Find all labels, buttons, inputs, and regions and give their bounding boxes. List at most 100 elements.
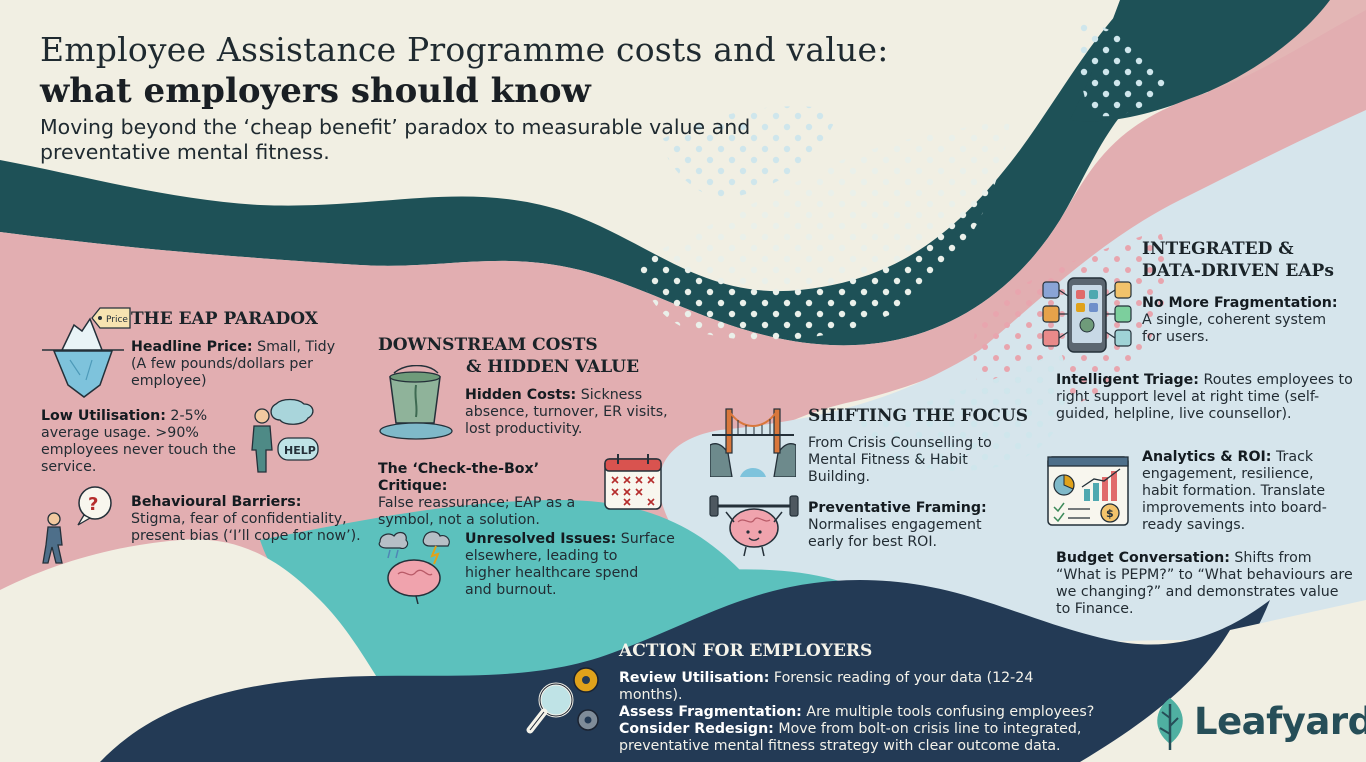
help-person-icon: HELP bbox=[251, 398, 319, 473]
behavioural-barriers-line3: present bias (‘I’ll cope for now’). bbox=[131, 528, 361, 544]
calendar-checklist-icon bbox=[604, 454, 662, 510]
check-the-box-line2: False reassurance; EAP as a bbox=[378, 495, 576, 511]
preventative-framing-line2: Normalises engagement bbox=[808, 517, 982, 533]
budget-conversation-value: Shifts from bbox=[1229, 550, 1312, 566]
low-utilisation-value: 2-5% bbox=[165, 408, 208, 424]
leaf-logo-icon bbox=[1157, 698, 1183, 750]
assess-fragmentation-value: Are multiple tools confusing employees? bbox=[801, 704, 1095, 720]
price-tag-icon: Price bbox=[91, 307, 131, 329]
hidden-costs-value: Sickness bbox=[576, 387, 643, 403]
unresolved-issues-label: Unresolved Issues: bbox=[465, 531, 617, 547]
unresolved-issues-line3: higher healthcare spend bbox=[465, 565, 639, 581]
help-sign-label: HELP bbox=[284, 444, 316, 457]
shifting-line3: Building. bbox=[808, 469, 871, 485]
analytics-roi-text: Analytics & ROI: Track engagement, resil… bbox=[1142, 449, 1347, 534]
behavioural-barriers-text: Behavioural Barriers: Stigma, fear of co… bbox=[131, 494, 371, 545]
budget-conversation-line3: we changing?” and demonstrates value bbox=[1056, 584, 1339, 600]
intelligent-triage-text: Intelligent Triage: Routes employees to … bbox=[1056, 372, 1356, 423]
consider-redesign-label: Consider Redesign: bbox=[619, 721, 774, 737]
shifting-heading: SHIFTING THE FOCUS bbox=[808, 406, 1029, 426]
unresolved-issues-line4: and burnout. bbox=[465, 582, 557, 598]
headline-price-line3: employee) bbox=[131, 373, 207, 389]
integrated-heading-line2: DATA-DRIVEN EAPs bbox=[1142, 261, 1334, 281]
preventative-framing-label: Preventative Framing: bbox=[808, 500, 987, 516]
bucket-icon bbox=[379, 365, 453, 440]
behavioural-barriers-line2: Stigma, fear of confidentiality, bbox=[131, 511, 347, 527]
preventative-framing-text: Preventative Framing: Normalises engagem… bbox=[808, 500, 1008, 551]
downstream-heading-line1: DOWNSTREAM COSTS bbox=[378, 335, 598, 355]
budget-conversation-line4: to Finance. bbox=[1056, 601, 1134, 617]
svg-text:$: $ bbox=[1106, 507, 1114, 520]
downstream-heading-line2: & HIDDEN VALUE bbox=[466, 357, 640, 377]
headline-price-line2: (A few pounds/dollars per bbox=[131, 356, 313, 372]
price-tag-label: Price bbox=[106, 315, 128, 325]
review-utilisation-value: Forensic reading of your data (12-24 mon… bbox=[619, 670, 1034, 703]
budget-conversation-text: Budget Conversation: Shifts from “What i… bbox=[1056, 550, 1356, 618]
page-subtitle-line2: preventative mental fitness. bbox=[40, 140, 330, 164]
preventative-framing-line3: early for best ROI. bbox=[808, 534, 938, 550]
low-utilisation-label: Low Utilisation: bbox=[41, 408, 166, 424]
budget-conversation-label: Budget Conversation: bbox=[1056, 550, 1230, 566]
question-person-icon: ? bbox=[42, 486, 112, 564]
page-title-line2: what employers should know bbox=[40, 71, 591, 111]
magnifier-gears-icon bbox=[526, 667, 599, 734]
check-the-box-label: The ‘Check-the-Box’ Critique: bbox=[378, 461, 540, 494]
stressed-brain-icon bbox=[378, 531, 450, 604]
page-title-line1: Employee Assistance Programme costs and … bbox=[40, 30, 889, 69]
low-utilisation-line4: service. bbox=[41, 459, 97, 475]
hidden-costs-line2: absence, turnover, ER visits, bbox=[465, 404, 668, 420]
consider-redesign-line2: preventative mental fitness strategy wit… bbox=[619, 738, 1061, 754]
headline-price-text: Headline Price: Small, Tidy (A few pound… bbox=[131, 339, 351, 390]
title-block: Employee Assistance Programme costs and … bbox=[40, 30, 940, 165]
low-utilisation-text: Low Utilisation: 2-5% average usage. >90… bbox=[41, 408, 241, 476]
consider-redesign-value: Move from bolt-on crisis line to integra… bbox=[773, 721, 1082, 737]
analytics-roi-line3: habit formation. Translate bbox=[1142, 483, 1326, 499]
analytics-roi-label: Analytics & ROI: bbox=[1142, 449, 1272, 465]
review-utilisation-label: Review Utilisation: bbox=[619, 670, 770, 686]
unresolved-issues-value: Surface bbox=[616, 531, 675, 547]
analytics-roi-value: Track bbox=[1271, 449, 1314, 465]
hidden-costs-label: Hidden Costs: bbox=[465, 387, 577, 403]
integrated-heading: INTEGRATED & DATA-DRIVEN EAPs bbox=[1142, 238, 1334, 282]
headline-price-label: Headline Price: bbox=[131, 339, 253, 355]
low-utilisation-line2: average usage. >90% bbox=[41, 425, 199, 441]
analytics-board-icon: $ bbox=[1047, 456, 1129, 526]
no-fragmentation-text: No More Fragmentation: A single, coheren… bbox=[1142, 295, 1352, 346]
intelligent-triage-label: Intelligent Triage: bbox=[1056, 372, 1199, 388]
iceberg-icon bbox=[42, 317, 124, 398]
page-subtitle-line1: Moving beyond the ‘cheap benefit’ parado… bbox=[40, 115, 751, 139]
assess-fragmentation-label: Assess Fragmentation: bbox=[619, 704, 802, 720]
no-fragmentation-label: No More Fragmentation: bbox=[1142, 295, 1338, 311]
hidden-costs-line3: lost productivity. bbox=[465, 421, 583, 437]
analytics-roi-line5: ready savings. bbox=[1142, 517, 1246, 533]
behavioural-barriers-label: Behavioural Barriers: bbox=[131, 494, 302, 510]
shifting-line1: From Crisis Counselling to bbox=[808, 435, 992, 451]
budget-conversation-line2: “What is PEPM?” to “What behaviours are bbox=[1056, 567, 1353, 583]
brain-dumbbell-icon bbox=[709, 495, 799, 557]
analytics-roi-line4: improvements into board- bbox=[1142, 500, 1327, 516]
shifting-line2: Mental Fitness & Habit bbox=[808, 452, 968, 468]
leafyard-logo-text: Leafyard bbox=[1194, 700, 1366, 743]
check-the-box-text: The ‘Check-the-Box’ Critique: False reas… bbox=[378, 461, 608, 529]
intelligent-triage-line3: guided, helpline, live counsellor). bbox=[1056, 406, 1292, 422]
action-heading: ACTION FOR EMPLOYERS bbox=[619, 641, 873, 661]
no-fragmentation-line2: A single, coherent system bbox=[1142, 312, 1327, 328]
bridge-icon bbox=[710, 408, 796, 477]
downstream-heading: DOWNSTREAM COSTS & HIDDEN VALUE bbox=[378, 334, 639, 378]
unresolved-issues-text: Unresolved Issues: Surface elsewhere, le… bbox=[465, 531, 675, 599]
headline-price-value: Small, Tidy bbox=[252, 339, 336, 355]
intelligent-triage-line2: right support level at right time (self- bbox=[1056, 389, 1320, 405]
hidden-costs-text: Hidden Costs: Sickness absence, turnover… bbox=[465, 387, 675, 438]
intelligent-triage-value: Routes employees to bbox=[1198, 372, 1353, 388]
integrated-heading-line1: INTEGRATED & bbox=[1142, 239, 1294, 259]
phone-apps-icon bbox=[1042, 277, 1132, 353]
shifting-text: From Crisis Counselling to Mental Fitnes… bbox=[808, 435, 1008, 486]
unresolved-issues-line2: elsewhere, leading to bbox=[465, 548, 618, 564]
low-utilisation-line3: employees never touch the bbox=[41, 442, 236, 458]
action-text: Review Utilisation: Forensic reading of … bbox=[619, 670, 1099, 755]
check-the-box-line3: symbol, not a solution. bbox=[378, 512, 540, 528]
paradox-heading: THE EAP PARADOX bbox=[131, 309, 318, 329]
svg-text:?: ? bbox=[88, 494, 98, 515]
no-fragmentation-line3: for users. bbox=[1142, 329, 1209, 345]
analytics-roi-line2: engagement, resilience, bbox=[1142, 466, 1314, 482]
